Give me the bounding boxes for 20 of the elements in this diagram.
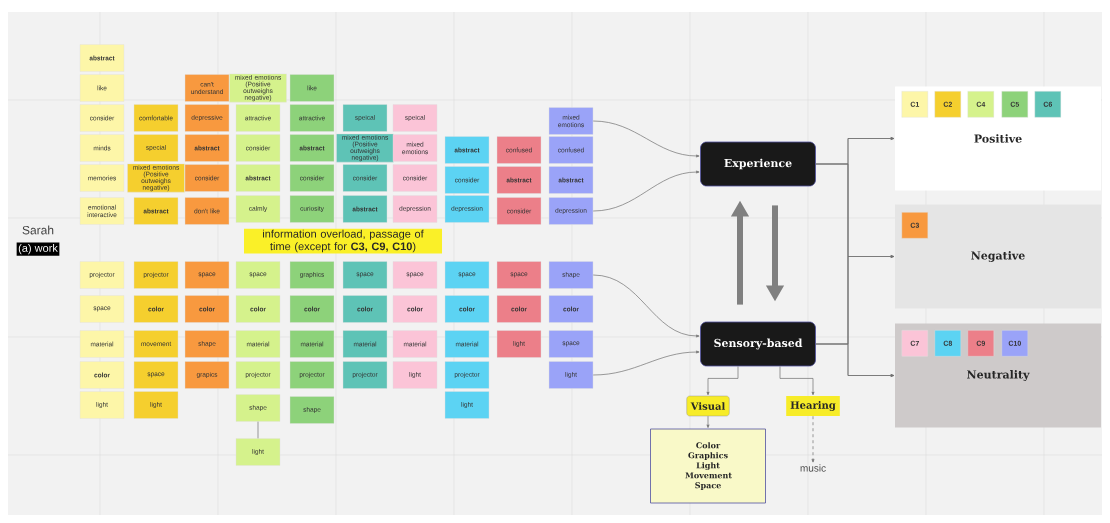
label-text: Sarah (22, 225, 54, 235)
arrow (592, 120, 700, 158)
arrow (592, 350, 700, 376)
arrow (706, 415, 710, 428)
arrow (592, 170, 700, 212)
arrow (815, 343, 895, 377)
highlighted-note: information overload, passage of time (except for C3, C9, C10) (244, 228, 442, 254)
list-box: Color Graphics Light Movement Space (650, 428, 766, 504)
process-box: Experience (700, 141, 816, 187)
tag-box: Visual (686, 395, 730, 417)
process-box: Sensory-based (700, 321, 816, 367)
connector-line (257, 421, 259, 439)
tag-box: Hearing (786, 396, 840, 416)
arrow (706, 366, 739, 396)
arrow (592, 274, 700, 338)
caption-tag: (a) work (16, 242, 60, 256)
node-label: Positive (974, 134, 1022, 143)
arrow (811, 415, 815, 463)
arrow (779, 366, 815, 396)
note-text: music (800, 464, 826, 472)
